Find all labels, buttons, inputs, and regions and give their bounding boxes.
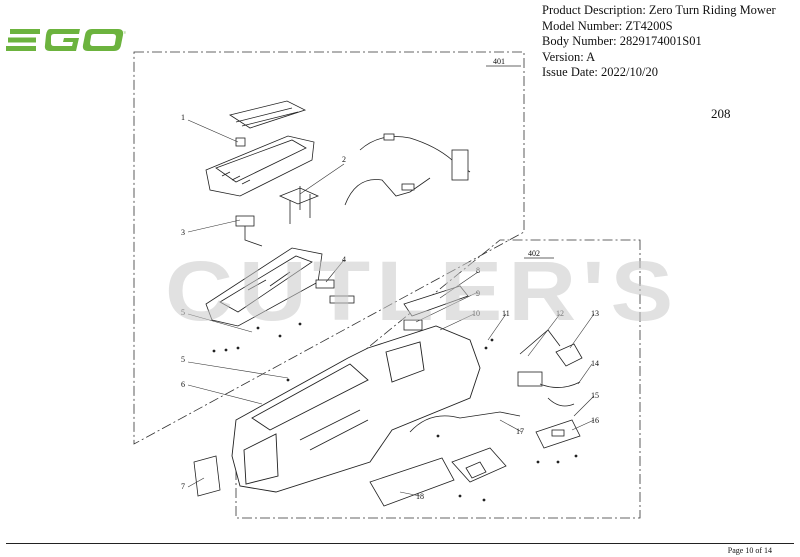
part-main-body (231, 325, 481, 493)
ego-logo: ™ (6, 29, 126, 51)
callout-11: 11 (502, 309, 510, 318)
callout-14: 14 (591, 359, 599, 368)
callout-15: 15 (591, 391, 599, 400)
callout-10: 10 (472, 309, 480, 318)
callout-7: 7 (181, 482, 185, 491)
fasteners (212, 322, 578, 502)
part-sheet-18 (369, 457, 455, 507)
part-lid-top (229, 100, 307, 129)
footer-rule (6, 543, 794, 544)
callout-9: 9 (476, 289, 480, 298)
callout-2: 2 (342, 155, 346, 164)
callout-4: 4 (342, 255, 346, 264)
part-sheet-7 (193, 455, 221, 497)
issue-date: Issue Date: 2022/10/20 (542, 65, 658, 80)
callout-5a: 5 (181, 308, 185, 317)
callout-18: 18 (416, 492, 424, 501)
callout-8: 8 (476, 266, 480, 275)
callout-13: 13 (591, 309, 599, 318)
group-402-label: 402 (528, 249, 540, 258)
part-switch-panel (535, 419, 581, 449)
part-switch (235, 215, 263, 247)
part-wiring-harness-upper (344, 133, 471, 206)
page-code: 208 (711, 106, 731, 121)
callout-6: 6 (181, 380, 185, 389)
part-wiring-harness-lower (409, 411, 521, 433)
body-number: Body Number: 2829174001S01 (542, 34, 702, 49)
callout-12: 12 (556, 309, 564, 318)
model-number: Model Number: ZT4200S (542, 18, 673, 33)
part-controller (517, 329, 583, 407)
group-401-label: 401 (493, 57, 505, 66)
trademark-symbol: ™ (123, 31, 126, 37)
callout-leader-lines (187, 119, 595, 497)
part-panel-8 (403, 285, 469, 317)
product-description: Product Description: Zero Turn Riding Mo… (542, 3, 776, 17)
part-lower-bracket (451, 447, 507, 483)
part-seat-tray (205, 135, 315, 197)
callout-16: 16 (591, 416, 599, 425)
watermark: CUTLER'S (165, 243, 680, 338)
part-bracket (278, 186, 320, 224)
group-401-boundary (133, 51, 525, 445)
part-connector-block (315, 279, 355, 304)
product-info: Product Description: Zero Turn Riding Mo… (542, 3, 776, 81)
callout-1: 1 (181, 113, 185, 122)
ego-logo-mark (6, 29, 124, 51)
page-footer: Page 10 of 14 (727, 546, 772, 555)
callout-5b: 5 (181, 355, 185, 364)
part-panel-9 (403, 319, 423, 331)
version: Version: A (542, 49, 596, 64)
callout-17: 17 (516, 427, 524, 436)
callout-3: 3 (181, 228, 185, 237)
